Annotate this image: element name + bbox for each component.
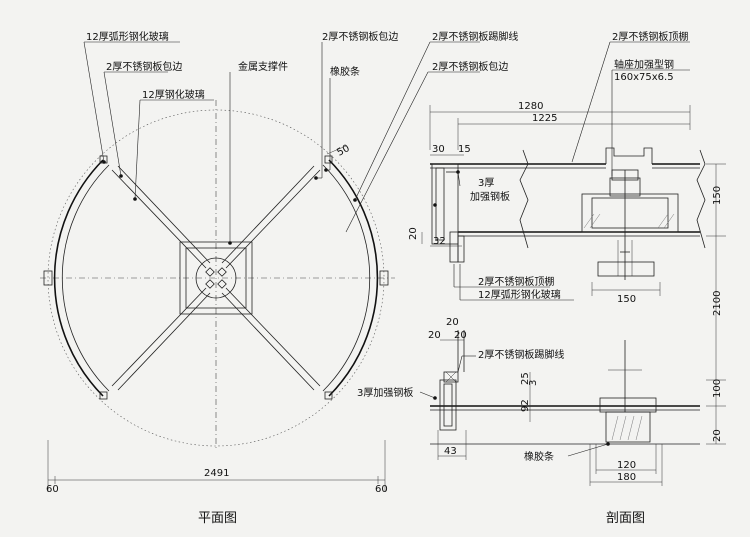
plan-swing-circle bbox=[47, 109, 385, 447]
section-label-reinforce-2: 加强钢板 bbox=[470, 190, 510, 203]
section-label-shaft-size: 160x75x6.5 bbox=[614, 72, 674, 83]
section-top-leaders bbox=[453, 41, 690, 301]
plan-label-steel-edge-c: 2厚不锈钢板包边 bbox=[432, 60, 508, 73]
plan-title: 平面图 bbox=[198, 511, 237, 526]
section-dim-2100: 2100 bbox=[712, 291, 723, 316]
plan-label-skirting: 2厚不锈钢板踢脚线 bbox=[432, 30, 518, 43]
plan-center-box-outer bbox=[179, 241, 253, 315]
section-dim-30: 30 bbox=[432, 144, 445, 155]
plan-side-stop-left bbox=[43, 270, 53, 286]
section-dim-15: 15 bbox=[458, 144, 471, 155]
plan-glass-arc-left-inner bbox=[61, 164, 110, 392]
section-dim-20d: 20 bbox=[454, 330, 467, 341]
plan-glass-wings bbox=[111, 165, 321, 391]
plan-dim-right-offset: 60 bbox=[375, 484, 388, 495]
section-label-rubber-2: 橡胶条 bbox=[524, 450, 554, 463]
plan-glass-arc-left bbox=[53, 159, 104, 397]
section-right-dims bbox=[706, 163, 726, 445]
section-dim-20b: 20 bbox=[446, 317, 459, 328]
section-dim-92: 92 bbox=[520, 399, 531, 412]
plan-edge-cap bbox=[324, 391, 333, 400]
plan-hub-blades bbox=[205, 267, 227, 289]
section-label-reinforce-bottom: 3厚加强钢板 bbox=[357, 386, 413, 399]
plan-dim-rubber: 50 bbox=[335, 143, 351, 159]
section-top-frame bbox=[431, 163, 465, 263]
plan-label-steel-edge-b: 2厚不锈钢板包边 bbox=[322, 30, 398, 43]
plan-label-steel-edge-a: 2厚不锈钢板包边 bbox=[106, 60, 182, 73]
section-dim-32: 32 bbox=[433, 236, 446, 247]
plan-glass-arc-right bbox=[328, 159, 379, 397]
section-view: 2厚不锈钢板顶棚 轴座加强型钢 160x75x6.5 1280 1225 30 … bbox=[357, 30, 726, 526]
plan-center-box-inner bbox=[185, 247, 247, 309]
section-dim-25: 25 bbox=[520, 372, 531, 385]
plan-callout-dots bbox=[102, 160, 357, 202]
section-label-ceiling-plate: 2厚不锈钢板顶棚 bbox=[612, 30, 688, 43]
section-dim-180: 180 bbox=[617, 472, 636, 483]
section-lower-dims bbox=[437, 339, 663, 486]
plan-glass-arc-right-inner bbox=[322, 164, 371, 392]
plan-label-glass-flat: 12厚钢化玻璃 bbox=[142, 88, 205, 101]
section-150-dim bbox=[591, 282, 661, 296]
plan-label-rubber-strip: 橡胶条 bbox=[330, 65, 360, 78]
plan-label-glass-curved: 12厚弧形钢化玻璃 bbox=[86, 30, 169, 43]
section-dim-20a: 20 bbox=[408, 227, 419, 240]
plan-dim-lines bbox=[47, 440, 386, 492]
section-lower-leaders bbox=[419, 355, 609, 457]
section-dim-120: 120 bbox=[617, 460, 636, 471]
section-dim-3: 3 bbox=[528, 380, 539, 386]
plan-label-metal-bracket: 金属支撑件 bbox=[238, 60, 288, 73]
section-title: 剖面图 bbox=[606, 511, 645, 526]
section-dim-150h: 150 bbox=[712, 186, 723, 205]
plan-edge-cap bbox=[324, 155, 333, 164]
section-label-glass-curved-2: 12厚弧形钢化玻璃 bbox=[478, 288, 561, 301]
section-dim-100: 100 bbox=[712, 379, 723, 398]
section-break-marks bbox=[519, 149, 706, 249]
section-label-skirting-2: 2厚不锈钢板踢脚线 bbox=[478, 348, 564, 361]
section-shaft-seat bbox=[581, 169, 679, 280]
section-dim-1280: 1280 bbox=[518, 101, 543, 112]
section-label-reinforce-1: 3厚 bbox=[478, 177, 494, 189]
section-bottom-detail bbox=[430, 330, 700, 446]
section-dim-20c: 20 bbox=[428, 330, 441, 341]
section-top-dims bbox=[429, 105, 691, 150]
plan-dim-left-offset: 60 bbox=[46, 484, 59, 495]
section-label-shaft-seat: 轴座加强型钢 bbox=[614, 58, 674, 71]
section-dim-43: 43 bbox=[444, 446, 457, 457]
plan-view: 12厚弧形钢化玻璃 2厚不锈钢板包边 12厚钢化玻璃 金属支撑件 2厚不锈钢板包… bbox=[40, 30, 518, 526]
section-dim-20e: 20 bbox=[712, 429, 723, 442]
section-dim-150w: 150 bbox=[617, 294, 636, 305]
plan-center-hub bbox=[195, 257, 237, 299]
plan-side-stop-right bbox=[379, 270, 389, 286]
plan-edge-cap bbox=[99, 391, 108, 400]
section-dim-1225: 1225 bbox=[532, 113, 557, 124]
section-left-dims bbox=[421, 154, 464, 247]
plan-dim-50-line bbox=[326, 145, 347, 155]
plan-dim-overall: 2491 bbox=[204, 468, 229, 479]
plan-leaders bbox=[83, 41, 480, 243]
section-label-ceiling-plate-2: 2厚不锈钢板顶棚 bbox=[478, 275, 554, 288]
